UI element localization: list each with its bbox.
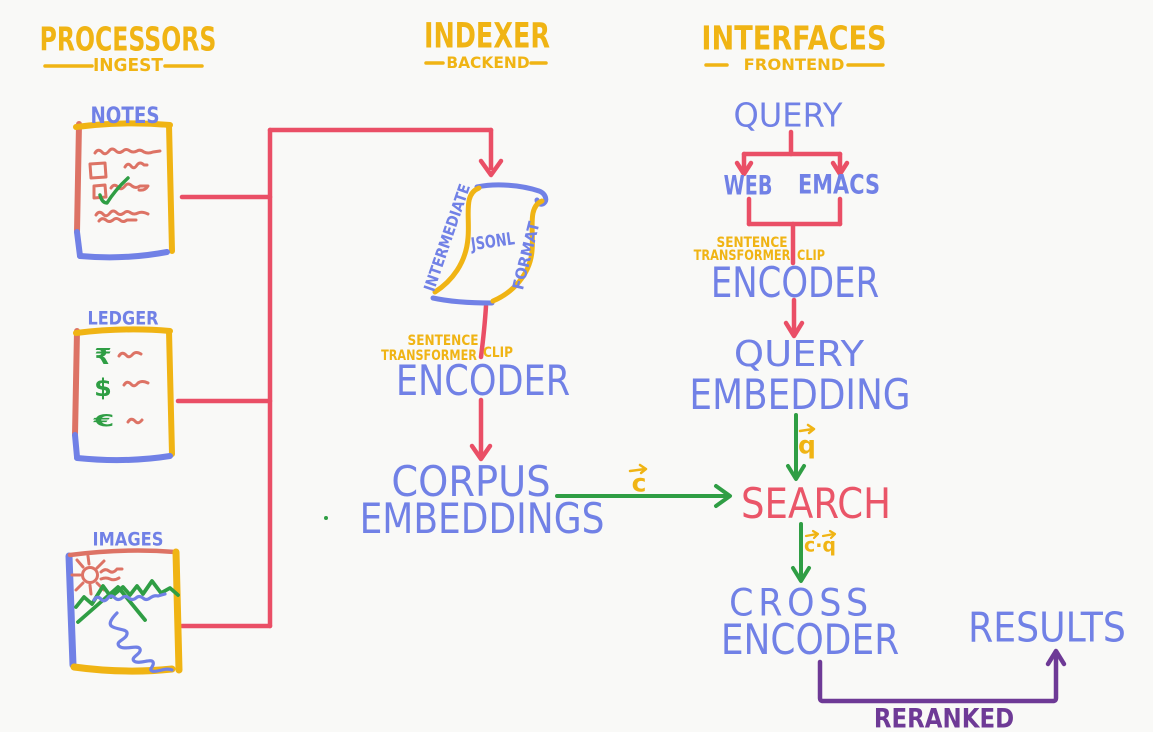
euro-symbol: € [93,411,115,432]
query-split-connector [734,129,850,177]
interface-model-sentence: SENTENCE [716,234,788,251]
vector-arrows-c-dot-q [804,529,837,540]
query-vector-label: q [798,430,816,460]
encoder-to-corpus-arrow [469,397,493,462]
water-line [92,592,167,603]
query-label: QUERY [733,95,843,135]
images-card-icon [65,548,183,675]
interface-model-clip: CLIP [797,247,825,264]
dollar-symbol: $ [94,374,112,402]
encoder-to-query-embedding-arrow [783,297,805,339]
cross-encoder-line2: ENCODER [720,615,900,664]
ledger-card-icon [72,326,175,464]
stray-dot [324,516,328,520]
jsonl-scroll-icon [430,182,549,306]
indexer-encoder-label: ENCODER [395,356,571,405]
corpus-embeddings-line2: EMBEDDINGS [359,494,605,543]
interface-model-transformer: TRANSFORMER [693,247,791,264]
rupee-symbol: ₹ [94,345,112,370]
cross-encoder-line1: CROSS [729,581,873,625]
sun-icon [70,554,124,596]
mountains-front [76,585,147,624]
indexer-model-transformer: TRANSFORMER [381,347,477,364]
column-title-indexer: INDEXER [423,16,551,57]
query-embedding-line2: EMBEDDING [689,370,911,419]
column-subtitle-frontend: FRONTEND [743,55,845,74]
mountains-back [74,579,180,609]
indexer-model-sentence: SENTENCE [407,332,479,349]
reranked-label: RERANKED [873,703,1015,732]
river-line [108,611,174,674]
emacs-label: EMACS [798,169,880,201]
search-to-cross-encoder-arrow [791,522,811,583]
images-card-label: IMAGES [92,528,164,551]
query-embedding-to-search-arrow [786,413,806,481]
vector-arrow-q [798,423,816,435]
column-subtitle-ingest: INGEST [92,55,164,76]
search-label: SEARCH [741,479,891,528]
corpus-to-search-arrow [555,484,732,508]
indexer-model-clip: CLIP [483,344,513,361]
dot-product-label: c·q [803,534,837,557]
web-label: WEB [723,170,773,202]
ingest-connector-lines [175,127,494,629]
scroll-to-encoder-line [478,303,489,360]
corpus-vector-label: c [631,468,647,498]
reranked-bracket-arrow [817,648,1067,704]
column-title-processors: PROCESSORS [39,19,217,59]
notes-card-icon [73,120,175,261]
interface-encoder-label: ENCODER [710,258,880,307]
title-underlines [43,61,885,68]
web-emacs-join-connector [746,196,843,266]
column-subtitle-backend: BACKEND [446,53,530,72]
column-title-interfaces: INTERFACES [701,18,887,58]
ledger-card-label: LEDGER [87,307,159,330]
arrowhead-to-scroll [478,158,504,178]
notes-card-label: NOTES [90,104,160,129]
results-label: RESULTS [968,603,1126,652]
corpus-embeddings-line1: CORPUS [391,457,551,506]
vector-arrow-c [628,463,648,475]
query-embedding-line1: QUERY [733,334,865,375]
